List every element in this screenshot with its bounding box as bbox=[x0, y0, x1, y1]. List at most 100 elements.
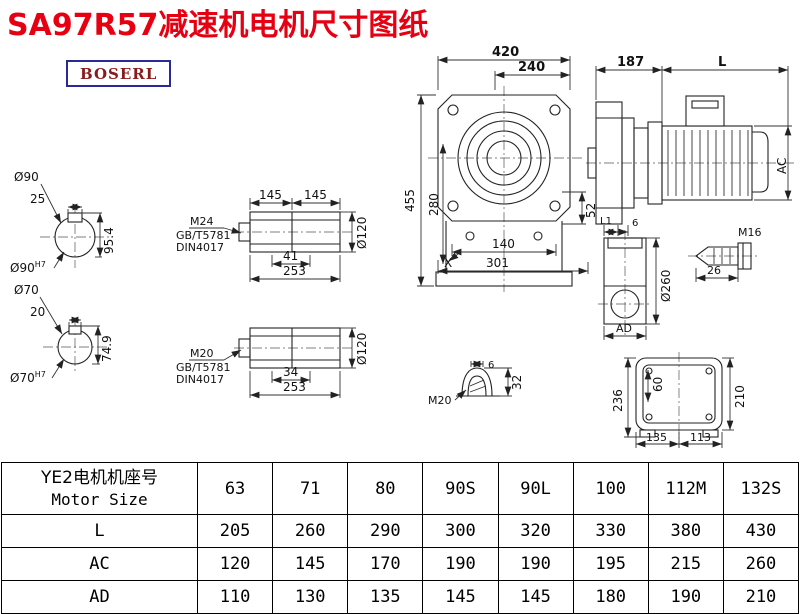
dim-bush2-dia-label: Ø120 bbox=[355, 333, 369, 365]
dim-front-240-label: 240 bbox=[518, 60, 545, 75]
dim-rear-210-label: 210 bbox=[733, 385, 747, 408]
cell-AD-112m: 190 bbox=[647, 580, 724, 614]
dim-m16-label: M16 bbox=[738, 226, 762, 239]
dim-90-dia-label: Ø90 bbox=[14, 170, 39, 184]
header-cn: YE2电机机座号 bbox=[41, 468, 158, 489]
size-col-100: 100 bbox=[572, 462, 649, 515]
dim-plug-6-label: 6 bbox=[488, 360, 494, 371]
cell-AD-80: 135 bbox=[347, 580, 424, 614]
dim-bush2-din-label: DIN4017 bbox=[176, 373, 224, 386]
bushing-section-m20: Ø120 M20 GB/T5781 DIN4017 34 253 bbox=[176, 327, 369, 399]
gearbox-front-view: 420 240 455 280 52 140 301 X bbox=[403, 45, 598, 292]
dim-side-ac-label: AC bbox=[775, 158, 789, 174]
size-col-90l: 90L bbox=[497, 462, 574, 515]
row-label-AD: AD bbox=[1, 580, 198, 614]
cell-L-71: 260 bbox=[272, 514, 349, 548]
shaft-end-view-90: 25 95.4 Ø90 Ø90H7 bbox=[10, 170, 116, 275]
m16-screw-detail: M16 26 bbox=[688, 226, 762, 282]
dim-bush1-145a-label: 145 bbox=[259, 188, 282, 202]
motor-size-table: YE2电机机座号 Motor Size 63 71 80 90S 90L 100… bbox=[1, 462, 800, 614]
cell-L-63: 205 bbox=[196, 514, 274, 548]
shaft-end-view-70: 20 74.9 Ø70 Ø70H7 bbox=[10, 283, 114, 385]
dim-out-260-label: Ø260 bbox=[659, 270, 673, 302]
dim-m20-label: M20 bbox=[428, 394, 452, 407]
dim-rear-135-label: 135 bbox=[646, 431, 667, 444]
dim-bush1-253-label: 253 bbox=[283, 264, 306, 278]
gearmotor-side-view: 187 L AC bbox=[586, 55, 796, 225]
dim-90-height-label: 95.4 bbox=[102, 227, 116, 254]
dim-90-keyway-label: 25 bbox=[30, 192, 45, 206]
dim-side-187-label: 187 bbox=[617, 55, 644, 70]
dim-70-height-label: 74.9 bbox=[100, 335, 114, 362]
dim-front-455-label: 455 bbox=[403, 189, 417, 212]
cell-AD-90l: 145 bbox=[497, 580, 574, 614]
cell-AD-63: 110 bbox=[196, 580, 274, 614]
dim-rear-113-label: 113 bbox=[690, 431, 711, 444]
m20-plug-detail: M20 6 32 bbox=[428, 360, 524, 407]
cell-AD-90s: 145 bbox=[422, 580, 499, 614]
dim-side-l-label: L bbox=[718, 55, 726, 70]
cell-L-90l: 320 bbox=[497, 514, 574, 548]
output-flange-detail: L1 6 Ø260 AD bbox=[598, 216, 673, 340]
dim-bush1-std-label: GB/T5781 bbox=[176, 229, 231, 242]
dim-90-fit-label: Ø90H7 bbox=[10, 260, 46, 275]
dim-rear-236-label: 236 bbox=[611, 389, 625, 412]
dim-bush1-41-label: 41 bbox=[283, 249, 298, 263]
page-title: SA97R57减速机电机尺寸图纸 bbox=[7, 8, 429, 43]
cell-AC-90s: 190 bbox=[422, 547, 499, 581]
dim-bush1-145b-label: 145 bbox=[304, 188, 327, 202]
header-en: Motor Size bbox=[51, 490, 148, 510]
size-col-112m: 112M bbox=[647, 462, 724, 515]
table-row-AC: AC 120 145 170 190 190 195 215 260 bbox=[1, 547, 800, 581]
dim-70-dia-label: Ø70 bbox=[14, 283, 39, 297]
cell-AD-71: 130 bbox=[272, 580, 349, 614]
cell-AD-100: 180 bbox=[572, 580, 649, 614]
cell-L-80: 290 bbox=[347, 514, 424, 548]
dim-out-6-label: 6 bbox=[632, 218, 638, 229]
size-col-63: 63 bbox=[196, 462, 274, 515]
table-row-L: L 205 260 290 300 320 330 380 430 bbox=[1, 514, 800, 548]
row-label-L: L bbox=[1, 514, 198, 548]
bushing-section-m24: 145 145 Ø120 M24 GB/T5781 DIN4017 41 253 bbox=[176, 188, 369, 283]
size-col-132s: 132S bbox=[722, 462, 800, 515]
dim-front-420-label: 420 bbox=[492, 45, 519, 60]
dim-front-52-label: 52 bbox=[584, 203, 598, 218]
table-header-row: YE2电机机座号 Motor Size 63 71 80 90S 90L 100… bbox=[1, 462, 800, 515]
dim-out-l1-label: L1 bbox=[600, 216, 612, 227]
dim-bush1-dia-label: Ø120 bbox=[355, 217, 369, 249]
technical-drawing: 25 95.4 Ø90 Ø90H7 20 74.9 Ø70 Ø70H7 bbox=[10, 45, 796, 448]
dim-bush2-34-label: 34 bbox=[283, 365, 298, 379]
dim-70-fit-label: Ø70H7 bbox=[10, 370, 46, 385]
dim-bush1-din-label: DIN4017 bbox=[176, 241, 224, 254]
dim-out-ad-label: AD bbox=[616, 322, 632, 335]
cell-AC-90l: 190 bbox=[497, 547, 574, 581]
cell-AC-112m: 215 bbox=[647, 547, 724, 581]
boserl-logo: BOSERL bbox=[66, 60, 172, 87]
dim-rear-60-label: 60 bbox=[651, 377, 665, 392]
table-row-AD: AD 110 130 135 145 145 180 190 210 bbox=[1, 580, 800, 614]
motor-rear-view: 236 60 135 113 210 bbox=[611, 352, 747, 448]
boserl-logo-text: BOSERL bbox=[80, 65, 158, 83]
cell-AC-71: 145 bbox=[272, 547, 349, 581]
cell-L-100: 330 bbox=[572, 514, 649, 548]
cell-L-112m: 380 bbox=[647, 514, 724, 548]
cell-AD-132s: 210 bbox=[722, 580, 800, 614]
cell-L-132s: 430 bbox=[722, 514, 800, 548]
dim-bush2-253-label: 253 bbox=[283, 380, 306, 394]
dim-front-301-label: 301 bbox=[486, 256, 509, 270]
row-label-AC: AC bbox=[1, 547, 198, 581]
cell-AC-63: 120 bbox=[196, 547, 274, 581]
dim-plug-32-label: 32 bbox=[510, 375, 524, 390]
dim-bush1-thread-label: M24 bbox=[190, 215, 214, 228]
dim-26-label: 26 bbox=[707, 264, 721, 277]
size-col-90s: 90S bbox=[422, 462, 499, 515]
cell-AC-80: 170 bbox=[347, 547, 424, 581]
dim-front-280-label: 280 bbox=[427, 193, 441, 216]
dim-front-140-label: 140 bbox=[492, 237, 515, 251]
cell-AC-132s: 260 bbox=[722, 547, 800, 581]
dim-front-x-label: X bbox=[444, 256, 452, 270]
dim-70-keyway-label: 20 bbox=[30, 305, 45, 319]
cell-AC-100: 195 bbox=[572, 547, 649, 581]
size-col-80: 80 bbox=[347, 462, 424, 515]
size-col-71: 71 bbox=[272, 462, 349, 515]
